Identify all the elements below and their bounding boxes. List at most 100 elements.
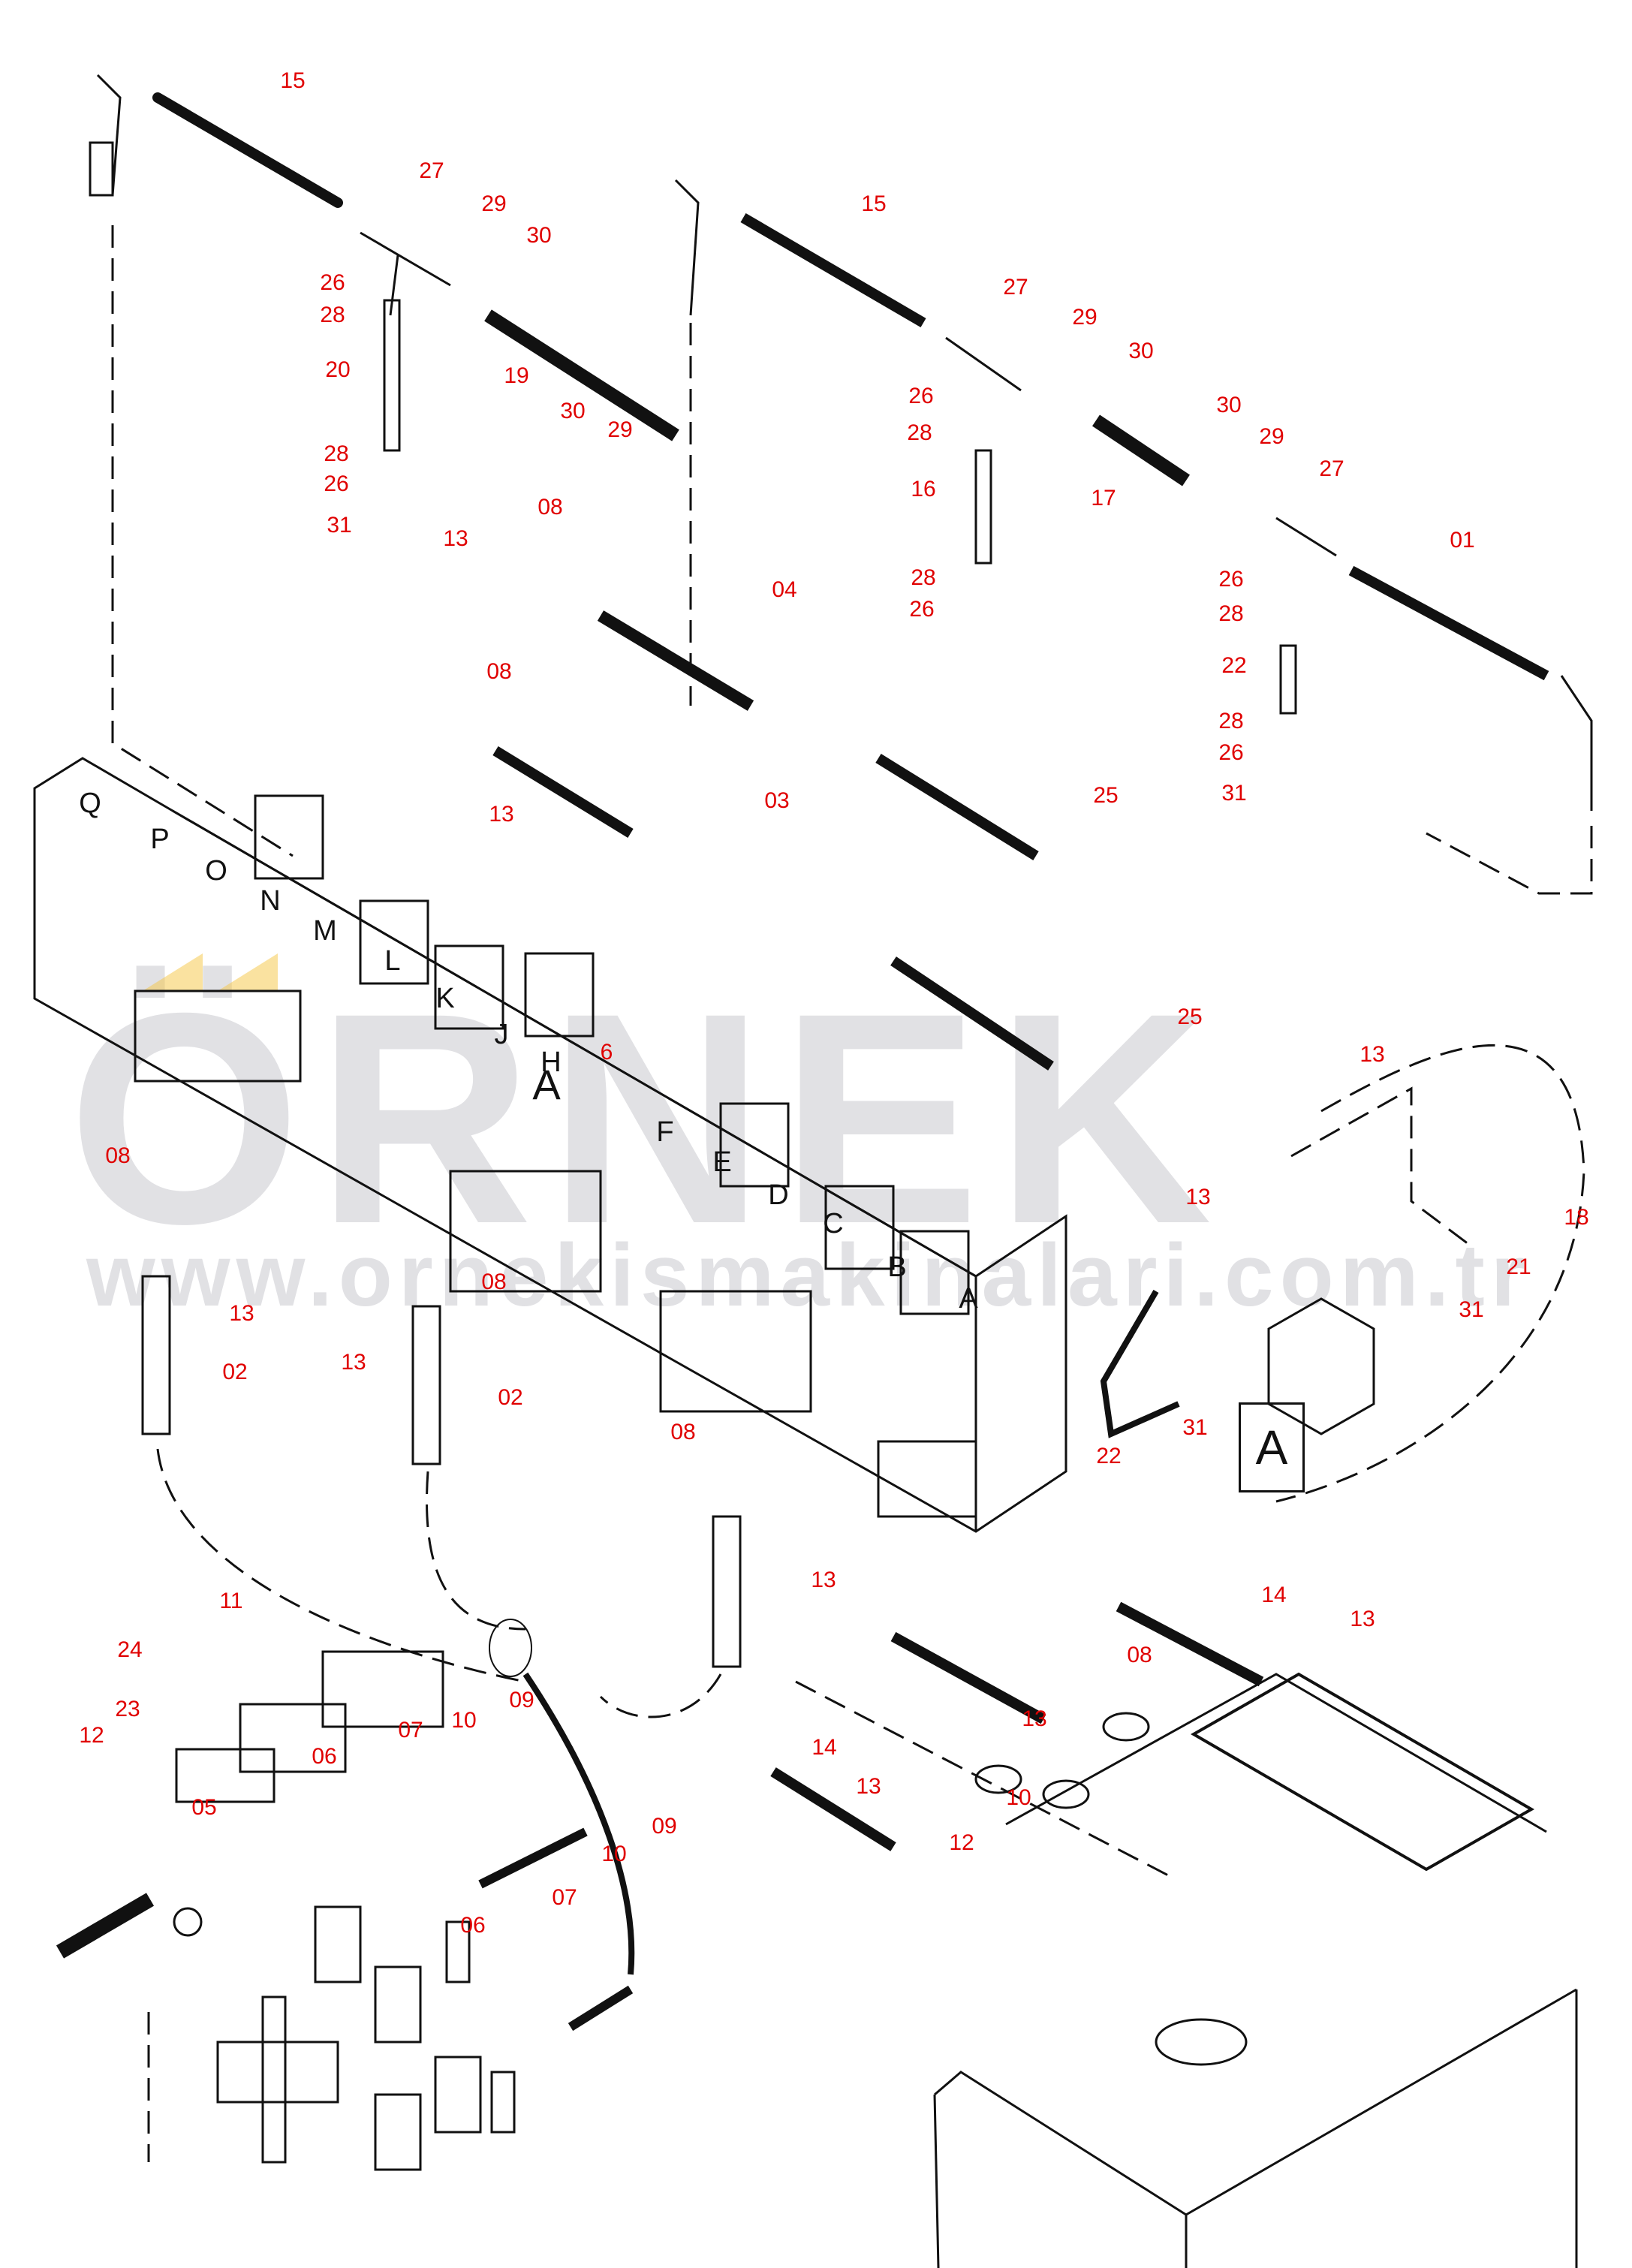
callout-22: 22 [1221, 653, 1247, 678]
callout-10: 10 [451, 1708, 477, 1733]
callout-28: 28 [1218, 709, 1244, 733]
callout-31: 31 [1459, 1297, 1484, 1322]
valve-label-o: O [205, 855, 227, 887]
callout-13: 13 [1022, 1706, 1047, 1731]
callout-16: 16 [911, 477, 936, 501]
callout-20: 20 [325, 357, 351, 382]
callout-09: 09 [652, 1814, 677, 1839]
view-arrow-label: A [532, 1061, 561, 1108]
callout-26: 26 [324, 471, 349, 496]
callout-08: 08 [481, 1270, 507, 1294]
hose-04 [597, 610, 754, 711]
valve-label-f: F [656, 1116, 674, 1148]
callout-12: 12 [79, 1723, 104, 1748]
callout-27: 27 [1319, 456, 1344, 481]
callout-28: 28 [1218, 601, 1244, 626]
callout-22: 22 [1096, 1444, 1122, 1468]
callout-01: 01 [1450, 528, 1475, 553]
callout-23: 23 [115, 1697, 140, 1721]
callout-09: 09 [509, 1688, 534, 1712]
hose-14a [1116, 1601, 1264, 1687]
callout-13: 13 [489, 802, 514, 827]
top-right-hose-assembly [1275, 517, 1593, 895]
callout-13: 13 [229, 1301, 254, 1326]
callout-25: 25 [1177, 1004, 1203, 1029]
valve-label-p: P [150, 824, 170, 855]
valve-label-q: Q [79, 788, 101, 819]
callout-31: 31 [327, 513, 352, 538]
valve-label-l: L [384, 945, 401, 977]
callout-18: 18 [1564, 1205, 1589, 1230]
callout-31: 31 [1221, 781, 1247, 806]
callout-06: 06 [312, 1744, 337, 1769]
clamp-parts [56, 1650, 634, 2171]
callout-08: 08 [670, 1420, 696, 1444]
callout-26: 26 [320, 270, 345, 295]
callout-10: 10 [1006, 1785, 1031, 1810]
callout-19: 19 [504, 363, 529, 388]
watermark-accent-1 [143, 953, 203, 991]
callout-02: 02 [498, 1385, 523, 1410]
valve-label-e: E [712, 1146, 732, 1178]
callout-04: 04 [772, 577, 797, 602]
callout-31: 31 [1182, 1415, 1208, 1440]
callout-05: 05 [191, 1795, 217, 1820]
valve-label-b: B [887, 1251, 907, 1283]
callout-30: 30 [526, 223, 552, 248]
callout-30: 30 [1216, 393, 1242, 417]
callout-07: 07 [552, 1885, 577, 1910]
callout-28: 28 [324, 441, 349, 466]
watermark-brand: ÖRNEK [68, 950, 1227, 1286]
callout-28: 28 [907, 420, 932, 445]
callout-03: 03 [764, 788, 790, 813]
tank [795, 1672, 1578, 2268]
valve-label-m: M [313, 915, 337, 947]
callout-13: 13 [341, 1350, 366, 1375]
callout-26: 26 [1218, 567, 1244, 592]
callout-29: 29 [1072, 305, 1098, 330]
hose-25b [890, 956, 1054, 1071]
callout-13: 13 [1359, 1042, 1385, 1067]
callout-27: 27 [1003, 275, 1028, 300]
callout-26: 26 [908, 384, 934, 408]
callout-13: 13 [1350, 1607, 1375, 1631]
callout-13: 13 [443, 526, 468, 551]
callout-21: 21 [1506, 1254, 1531, 1279]
callout-06: 06 [460, 1913, 486, 1938]
callout-26: 26 [1218, 740, 1244, 765]
callout-02: 02 [222, 1360, 248, 1384]
callout-08: 08 [486, 659, 512, 684]
callout-27: 27 [419, 158, 444, 183]
valve-label-h: H [540, 1047, 562, 1078]
hose-03-end [875, 754, 1039, 860]
callout-11: 11 [219, 1589, 243, 1613]
callout-30: 30 [560, 399, 586, 423]
callout-24: 24 [117, 1637, 143, 1662]
callout-08: 08 [537, 495, 563, 520]
valve-label-k: K [435, 983, 455, 1014]
callout-10: 10 [601, 1842, 627, 1866]
callout-29: 29 [481, 191, 507, 216]
port-label-6: 6 [600, 1040, 613, 1065]
callout-28: 28 [911, 565, 936, 590]
valve-label-n: N [260, 885, 281, 917]
view-a-inset-label: A [1239, 1402, 1305, 1492]
top-middle-hose-assembly [674, 179, 1190, 706]
callout-13: 13 [1185, 1185, 1211, 1209]
callout-08: 08 [1127, 1643, 1152, 1667]
callout-15: 15 [280, 68, 306, 93]
callout-13: 13 [856, 1774, 881, 1799]
callout-25: 25 [1093, 783, 1119, 808]
callout-08: 08 [105, 1143, 131, 1168]
callout-28: 28 [320, 303, 345, 327]
callout-13: 13 [811, 1568, 836, 1592]
valve-label-d: D [768, 1179, 789, 1211]
lower-hoses [141, 1275, 742, 1975]
callout-17: 17 [1091, 486, 1116, 511]
callout-07: 07 [398, 1718, 423, 1742]
hose-08f [890, 1631, 1046, 1724]
callout-29: 29 [607, 417, 633, 442]
callout-14: 14 [811, 1735, 837, 1760]
